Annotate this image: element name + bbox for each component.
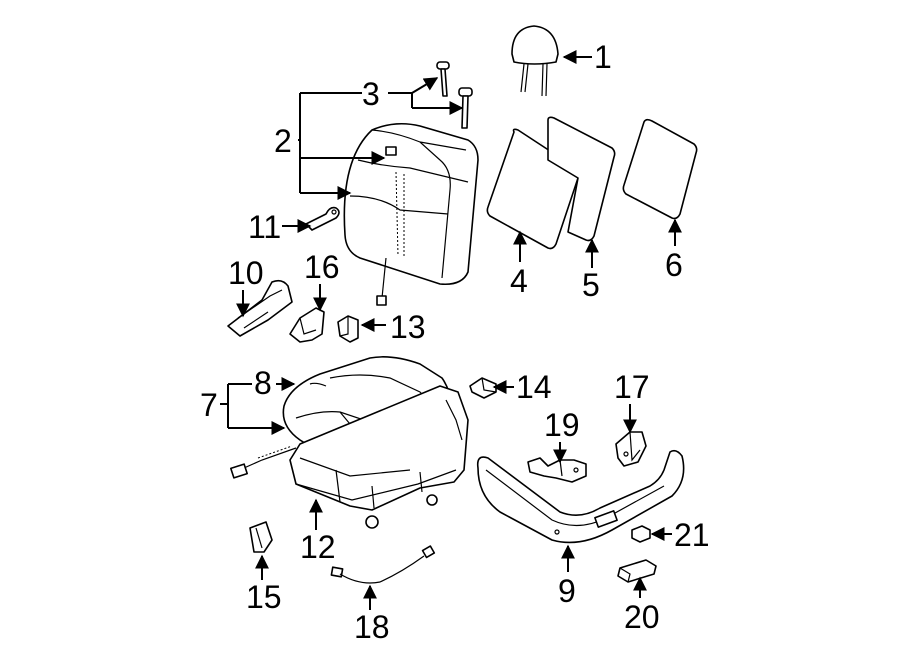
hinge-cover-part [289,307,325,343]
callout-5: 5 [582,267,600,303]
leader-lines [220,50,682,610]
headrest-guide-part [436,61,473,129]
callout-21: 21 [674,517,710,553]
callout-10: 10 [228,255,264,291]
clip-part-14 [469,377,497,399]
callout-12: 12 [300,529,336,565]
callout-13: 13 [390,309,426,345]
harness-part-18 [330,545,436,584]
callout-19: 19 [544,407,580,443]
knob-part-21 [631,525,651,543]
clip-part-13 [337,315,359,343]
callout-4: 4 [510,263,528,299]
callout-labels: 1 2 3 4 5 6 7 8 9 10 11 12 13 14 15 16 1… [200,39,710,645]
callout-11: 11 [248,209,281,245]
callout-16: 16 [304,249,340,285]
seat-back-panel-6 [622,118,698,220]
callout-20: 20 [624,599,660,635]
callout-9: 9 [558,573,576,609]
recliner-lever-part [305,206,340,231]
callout-8: 8 [254,365,272,401]
cover-part-15 [249,521,273,553]
headrest-part [511,25,559,97]
callout-15: 15 [246,579,282,615]
callout-6: 6 [665,247,683,283]
callout-3: 3 [362,76,380,112]
seat-frame-part [229,385,469,529]
callout-2: 2 [274,123,292,159]
callout-1: 1 [594,39,612,75]
knob-part-20 [617,559,657,583]
seat-back-part [343,122,479,306]
callout-18: 18 [354,609,390,645]
callout-7: 7 [200,387,218,423]
bracket-part-17 [615,431,647,467]
side-shield-part [476,449,685,544]
callout-17: 17 [614,369,650,405]
switch-part-19 [527,457,587,483]
callout-14: 14 [516,369,552,405]
